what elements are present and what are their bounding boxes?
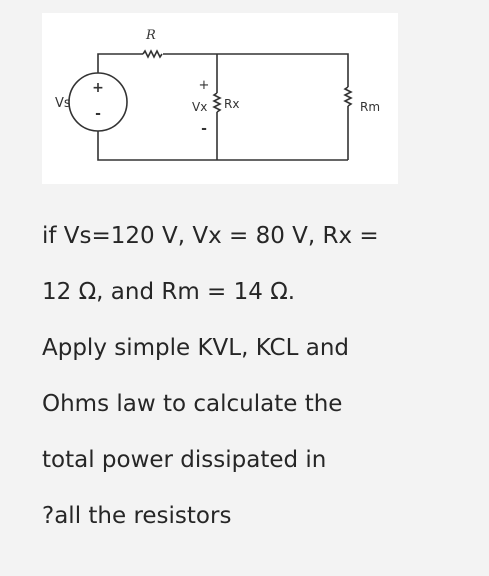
circuit-diagram: R Vs + - + Vx - Rx Rm (42, 13, 398, 184)
problem-statement: if Vs=120 V, Vx = 80 V, Rx = 12 Ω, and R… (42, 208, 482, 544)
vx-plus-sign: + (199, 78, 210, 93)
resistor-r-label: R (145, 28, 156, 43)
problem-line-1: if Vs=120 V, Vx = 80 V, Rx = (42, 223, 379, 249)
problem-line-5: total power dissipated in (42, 447, 327, 473)
wire-top-right (163, 53, 349, 87)
source-plus-sign: + (92, 80, 104, 96)
resistor-rm-zigzag (343, 86, 353, 107)
source-label: Vs (55, 96, 71, 111)
rm-label: Rm (360, 100, 380, 114)
vx-minus-sign: - (201, 121, 207, 137)
problem-line-4: Ohms law to calculate the (42, 391, 343, 417)
vx-label: Vx (192, 100, 207, 114)
problem-line-2: 12 Ω, and Rm = 14 Ω. (42, 279, 296, 305)
problem-line-3: Apply simple KVL, KCL and (42, 335, 350, 361)
voltage-source-circle (68, 72, 128, 132)
wire-bottom (97, 131, 348, 161)
resistor-rx-zigzag (212, 92, 222, 113)
circuit-schematic: R Vs + - + Vx - Rx Rm (55, 28, 380, 161)
problem-line-6: ?all the resistors (42, 503, 232, 529)
source-minus-sign: - (95, 106, 101, 122)
rx-label: Rx (224, 97, 239, 111)
wire-top-left (97, 53, 143, 73)
resistor-r-zigzag (142, 49, 163, 59)
